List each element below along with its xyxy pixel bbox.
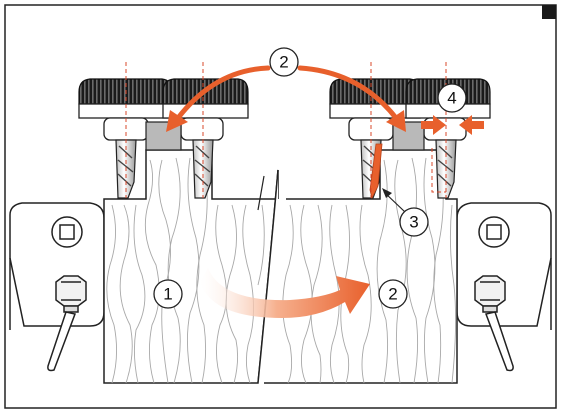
frame-corner: [542, 5, 556, 19]
board-split-line: [257, 169, 279, 384]
callout-3: 3: [399, 207, 429, 237]
callout-2-top: 2: [269, 47, 299, 77]
right-clamp: [456, 202, 552, 372]
router-bit-right-1: [329, 78, 421, 200]
spacer-right: [392, 121, 425, 151]
callout-2-board-label: 2: [388, 285, 397, 304]
curved-arrow-icon: [200, 268, 370, 318]
callout-2-top-label: 2: [279, 53, 288, 72]
callout-3-label: 3: [409, 213, 418, 232]
left-clamp: [9, 202, 105, 372]
frame-border: [4, 4, 557, 409]
callout-2-board: 2: [378, 279, 408, 309]
callout-1-label: 1: [163, 285, 172, 304]
callout-4: 4: [437, 83, 467, 113]
double-curved-arrow-icon: [166, 65, 406, 132]
callout-1: 1: [153, 279, 183, 309]
inward-arrows-icon: [421, 115, 484, 135]
callout-4-label: 4: [447, 89, 456, 108]
wood-board-right: [258, 149, 458, 384]
